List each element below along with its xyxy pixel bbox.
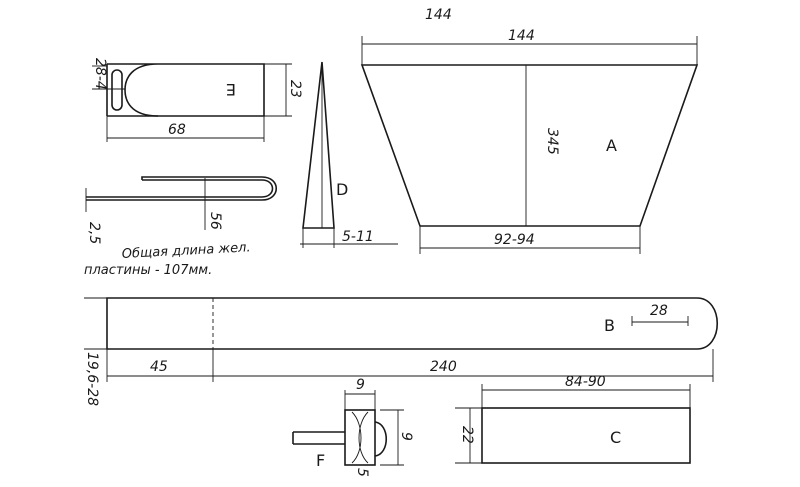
top-note: 144: [425, 7, 452, 23]
part-c: 84-90 22 C: [455, 374, 691, 464]
part-c-rect: [481, 407, 691, 464]
part-f-base-dim: 5: [354, 468, 370, 477]
part-c-width-dim: 84-90: [565, 374, 606, 390]
part-b-left-segment-dim: 45: [150, 359, 168, 375]
bent-strip: 2,5 56: [85, 176, 278, 244]
part-b-outline: [106, 297, 718, 350]
part-a-trapezoid: [360, 64, 699, 227]
part-e-label: E: [226, 80, 236, 99]
part-e-outline: [107, 63, 265, 117]
part-f-cross-lines: [351, 411, 369, 464]
part-c-height-dim: 22: [459, 426, 475, 444]
part-b: 28 B 45 240 19,6-28: [84, 297, 718, 406]
part-c-label: C: [610, 428, 621, 447]
part-f: 9 9 F 5: [292, 377, 414, 477]
note-line-2: пластины - 107мм.: [84, 263, 212, 278]
part-e-slot: [111, 69, 123, 111]
part-f-label: F: [316, 451, 325, 470]
part-f-width-dim: 9: [356, 377, 365, 393]
note-line-1: Общая длина жел.: [121, 240, 251, 262]
part-a: 144 345 92-94 A: [360, 28, 699, 254]
bent-strip-left-dim: 2,5: [86, 222, 102, 244]
part-a-top-width-dim: 144: [508, 28, 535, 44]
part-d-base-dim: 5-11: [342, 229, 374, 245]
part-a-label: A: [606, 136, 617, 155]
part-f-body: [344, 409, 376, 466]
bent-strip-inner-dim: 56: [207, 212, 223, 230]
part-d-wedge: [302, 61, 335, 229]
part-a-bottom-width-dim: 92-94: [494, 232, 535, 248]
part-e-thickness-dim: 28-4: [92, 58, 108, 90]
part-f-height-dim: 9: [398, 432, 414, 441]
part-f-cap: [374, 421, 388, 457]
part-d-label: D: [336, 180, 348, 199]
part-b-length-dim: 240: [430, 359, 457, 375]
part-a-height-dim: 345: [544, 128, 560, 155]
part-d: D 5-11: [300, 61, 398, 248]
part-e: 28-4 23 68 E: [92, 58, 303, 142]
part-b-label: B: [604, 316, 615, 335]
part-e-length-dim: 68: [168, 122, 186, 138]
part-b-slot-dim: 28: [650, 303, 668, 319]
bent-strip-outer: [86, 179, 274, 198]
bent-strip-inner: [86, 176, 278, 201]
part-e-height-dim: 23: [287, 80, 303, 98]
part-b-thickness-dim: 19,6-28: [84, 352, 100, 406]
